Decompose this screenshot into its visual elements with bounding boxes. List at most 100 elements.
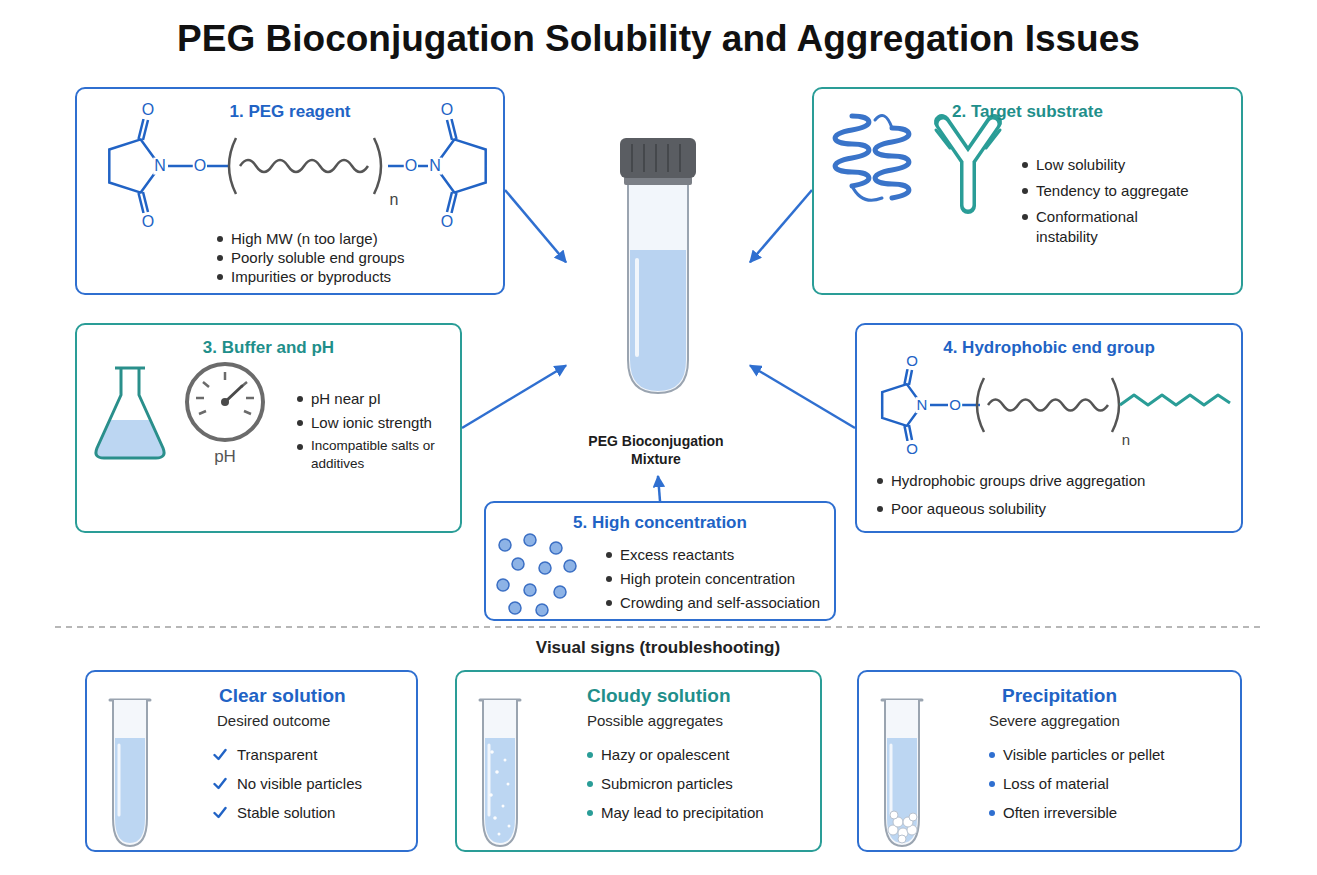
box-heading: 2. Target substrate — [814, 102, 1241, 122]
bullet-dot — [877, 478, 883, 484]
peg-chain-part — [229, 138, 236, 194]
check-mark — [213, 748, 227, 761]
box-heading: Clear solution — [219, 685, 346, 708]
mixture-tube-part — [635, 260, 639, 355]
heading-text: Clear solution — [219, 685, 346, 708]
text-item: Poor aqueous solubility — [875, 499, 1046, 519]
concentration-dots-part — [536, 604, 548, 616]
flask-icon — [96, 368, 164, 458]
text-item: Hydrophobic groups drive aggregation — [875, 471, 1145, 491]
text-item: Often irreversible — [987, 803, 1117, 823]
concentration-dots-part — [512, 558, 524, 570]
bullet-text: Poor aqueous solubility — [891, 499, 1046, 519]
heading-text: Cloudy solution — [587, 685, 731, 708]
peg-structure-part — [447, 192, 457, 213]
bullet-dot — [989, 810, 995, 816]
protein-icon-part — [835, 116, 869, 186]
bullet-dot — [217, 236, 223, 242]
factor-box: 2. Target substrateLow solubilityTendenc… — [812, 87, 1243, 295]
cloudy-particles-part — [504, 759, 507, 762]
text-item: May lead to precipitation — [585, 803, 764, 823]
factor-box: 5. High concentrationExcess reactantsHig… — [484, 501, 836, 621]
text-item: Desired outcome — [217, 711, 330, 731]
protein-icon-part — [852, 116, 892, 201]
mixture-tube-part — [632, 144, 680, 172]
ph-gauge-part — [187, 364, 263, 440]
bullet-dot — [606, 576, 612, 582]
atom-label: N — [916, 397, 929, 413]
connector-arrow — [462, 366, 566, 429]
text-item: Excess reactants — [604, 545, 734, 565]
concentration-dots-part — [550, 542, 562, 554]
concentration-dots-part — [499, 539, 511, 551]
factor-box: PrecipitationSevere aggregationVisible p… — [857, 670, 1242, 852]
bullet-text: Excess reactants — [620, 545, 734, 565]
bullet-text: May lead to precipitation — [601, 803, 764, 823]
atom-label: O — [141, 214, 155, 231]
heading-text: 2. Target substrate — [814, 102, 1241, 122]
bullet-dot — [217, 255, 223, 261]
cloudy-particles-part — [490, 750, 494, 754]
cloudy-tube — [480, 700, 520, 846]
subtitle-text: Severe aggregation — [989, 711, 1120, 731]
bullet-dot — [877, 506, 883, 512]
hydrophobic-peg-structure-part — [1120, 395, 1230, 405]
peg-chain-part — [240, 160, 368, 172]
bullet-text: No visible particles — [237, 774, 362, 794]
check-mark-stroke — [215, 779, 226, 788]
concentration-dots-part — [564, 560, 576, 572]
bullet-text: Tendency to aggregate — [1036, 181, 1189, 201]
atom-label: O — [404, 158, 418, 175]
flask-icon-part — [96, 368, 164, 458]
protein-icon — [835, 116, 909, 201]
bullet-text: Poorly soluble end groups — [231, 248, 404, 268]
subtitle-text: Desired outcome — [217, 711, 330, 731]
hydrophobic-peg-structure-part — [905, 369, 913, 385]
connector-arrow — [505, 190, 566, 262]
atom-label: O — [440, 102, 454, 119]
check-mark — [213, 806, 227, 819]
hydrophobic-peg-structure-part — [905, 425, 913, 441]
bullet-dot — [587, 810, 593, 816]
text-item: High MW (n too large) — [215, 229, 378, 249]
connector-arrow — [750, 190, 812, 262]
heading-text: 3. Buffer and pH — [77, 338, 460, 358]
text-item: High protein concentration — [604, 569, 795, 589]
cloudy-particles-part — [489, 793, 493, 797]
concentration-dots-part — [554, 586, 566, 598]
bullet-dot — [297, 420, 303, 426]
text-item: Conformational instability — [1020, 207, 1185, 246]
bullet-text: Submicron particles — [601, 774, 733, 794]
ph-gauge-part — [221, 398, 229, 406]
atom-label: O — [905, 353, 919, 369]
ph-gauge-part — [196, 372, 254, 414]
bullet-dot — [989, 752, 995, 758]
precipitate-pellet-part — [898, 835, 906, 843]
atom-label: O — [948, 397, 962, 413]
concentration-dots-part — [539, 562, 551, 574]
antibody-icon-part — [942, 122, 994, 206]
bullet-dot — [587, 752, 593, 758]
concentration-dots-part — [524, 534, 536, 546]
bullet-text: Stable solution — [237, 803, 335, 823]
text-item: pH near pI — [295, 389, 381, 409]
bullet-text: High MW (n too large) — [231, 229, 378, 249]
factor-box: Cloudy solutionPossible aggregatesHazy o… — [455, 670, 822, 852]
text-item: Poorly soluble end groups — [215, 248, 404, 268]
concentration-dots-part — [524, 584, 536, 596]
mixture-node: PEG Bioconjugation Mixture — [566, 135, 750, 476]
box-heading: 3. Buffer and pH — [77, 338, 460, 358]
text-item: Crowding and self-association — [604, 593, 820, 613]
bullet-dot — [1022, 162, 1028, 168]
mixture-tube — [620, 138, 696, 393]
text-item: Loss of material — [987, 774, 1109, 794]
text-item: Low ionic strength — [295, 413, 432, 433]
gauge-label: pH — [213, 448, 237, 466]
bullet-text: Incompatible salts or additives — [311, 437, 460, 472]
caption-text: PEG Bioconjugation Mixture — [566, 433, 746, 468]
bullet-text: Loss of material — [1003, 774, 1109, 794]
atom-label: N — [428, 158, 442, 175]
cloudy-particles — [489, 750, 510, 835]
atom-label: O — [193, 158, 207, 175]
